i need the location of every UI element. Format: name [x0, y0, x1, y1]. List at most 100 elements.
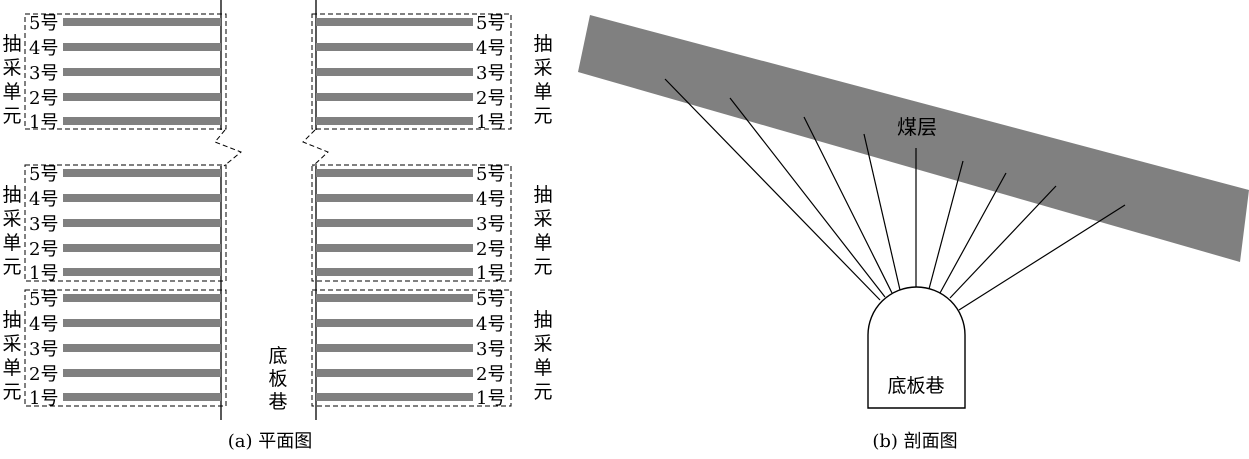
- borehole-bar: [316, 169, 473, 177]
- plan-caption: (a) 平面图: [228, 431, 313, 452]
- borehole-bar: [316, 18, 473, 26]
- hole-label: 3号: [476, 63, 505, 84]
- borehole-line: [958, 204, 1126, 311]
- floor-roadway-label: 底板巷: [887, 375, 944, 397]
- unit-label-char: 抽: [533, 309, 552, 331]
- unit-label-char: 单: [533, 81, 552, 103]
- hole-label: 1号: [29, 263, 58, 284]
- borehole-bar: [316, 393, 473, 401]
- extraction-unit-box: [311, 289, 512, 407]
- hole-label: 5号: [476, 13, 505, 34]
- section-view: 煤层 底板巷: [578, 15, 1249, 409]
- borehole-bar: [63, 18, 221, 26]
- hole-label: 4号: [29, 314, 58, 335]
- unit-label-char: 元: [533, 381, 552, 403]
- hole-label: 5号: [476, 289, 505, 310]
- borehole-bar: [316, 268, 473, 276]
- unit-label-char: 抽: [533, 184, 552, 206]
- borehole-bar: [63, 169, 221, 177]
- hole-label: 3号: [476, 214, 505, 235]
- hole-label: 5号: [476, 164, 505, 185]
- borehole-bar: [63, 68, 221, 76]
- hole-label: 5号: [29, 13, 58, 34]
- roadway-char: 巷: [268, 391, 287, 413]
- boreholes: [664, 78, 1126, 311]
- borehole-bar: [63, 43, 221, 51]
- hole-label: 4号: [29, 38, 58, 59]
- unit-label-char: 元: [533, 105, 552, 127]
- borehole-line: [928, 160, 964, 290]
- unit-label-char: 抽: [2, 184, 21, 206]
- hole-label: 1号: [476, 112, 505, 133]
- unit-label-char: 元: [2, 256, 21, 278]
- section-caption: (b) 剖面图: [872, 431, 957, 452]
- borehole-bar: [63, 93, 221, 101]
- roadway-label: 底 板 巷: [268, 345, 287, 413]
- extraction-unit-box: [24, 13, 227, 130]
- hole-label: 4号: [476, 38, 505, 59]
- hole-label: 5号: [29, 164, 58, 185]
- borehole-line: [664, 78, 881, 301]
- borehole-bar: [63, 369, 221, 377]
- unit-label-char: 采: [2, 333, 21, 355]
- borehole-line: [803, 116, 893, 294]
- hole-label: 2号: [476, 88, 505, 109]
- hole-label: 2号: [476, 239, 505, 260]
- borehole-bar: [316, 344, 473, 352]
- unit-label-char: 单: [2, 232, 21, 254]
- unit-label-char: 采: [2, 57, 21, 79]
- coal-seam-label: 煤层: [897, 115, 937, 139]
- borehole-bar: [316, 194, 473, 202]
- unit-label-char: 采: [533, 333, 552, 355]
- hole-label: 3号: [29, 63, 58, 84]
- hole-label: 4号: [476, 189, 505, 210]
- hole-label: 4号: [29, 189, 58, 210]
- borehole-bar: [63, 393, 221, 401]
- unit-label-char: 抽: [2, 309, 21, 331]
- unit-label-char: 采: [533, 57, 552, 79]
- borehole-bar: [316, 93, 473, 101]
- unit-label-char: 采: [533, 208, 552, 230]
- break-line: [302, 129, 329, 167]
- borehole-bar: [63, 244, 221, 252]
- unit-label-char: 单: [533, 232, 552, 254]
- hole-label: 1号: [29, 388, 58, 409]
- borehole-bar: [316, 68, 473, 76]
- hole-label: 1号: [476, 388, 505, 409]
- extraction-unit-box: [311, 164, 512, 282]
- borehole-bar: [316, 294, 473, 302]
- borehole-bar: [316, 219, 473, 227]
- hole-label: 3号: [29, 214, 58, 235]
- hole-label: 4号: [476, 314, 505, 335]
- borehole-bar: [316, 369, 473, 377]
- floor-roadway: [867, 286, 966, 409]
- hole-label: 3号: [476, 339, 505, 360]
- extraction-unit-box: [24, 164, 227, 282]
- hole-label: 2号: [29, 88, 58, 109]
- borehole-bar: [63, 268, 221, 276]
- borehole-bar: [316, 319, 473, 327]
- borehole-line: [729, 97, 886, 298]
- unit-label-char: 单: [2, 357, 21, 379]
- unit-label-char: 单: [533, 357, 552, 379]
- borehole-bar: [63, 344, 221, 352]
- roadway-char: 板: [268, 368, 287, 390]
- hole-label: 1号: [476, 263, 505, 284]
- unit-label-char: 元: [2, 381, 21, 403]
- borehole-line: [939, 172, 1007, 294]
- hole-label: 5号: [29, 289, 58, 310]
- borehole-bar: [316, 117, 473, 125]
- unit-label-char: 单: [2, 81, 21, 103]
- break-line: [214, 129, 242, 167]
- extraction-unit-box: [311, 13, 512, 130]
- borehole-bar: [63, 294, 221, 302]
- borehole-bar: [63, 319, 221, 327]
- borehole-bar: [316, 43, 473, 51]
- unit-label-char: 抽: [2, 33, 21, 55]
- hole-label: 1号: [29, 112, 58, 133]
- borehole-bar: [63, 194, 221, 202]
- hole-label: 2号: [29, 364, 58, 385]
- extraction-unit-box: [24, 289, 227, 407]
